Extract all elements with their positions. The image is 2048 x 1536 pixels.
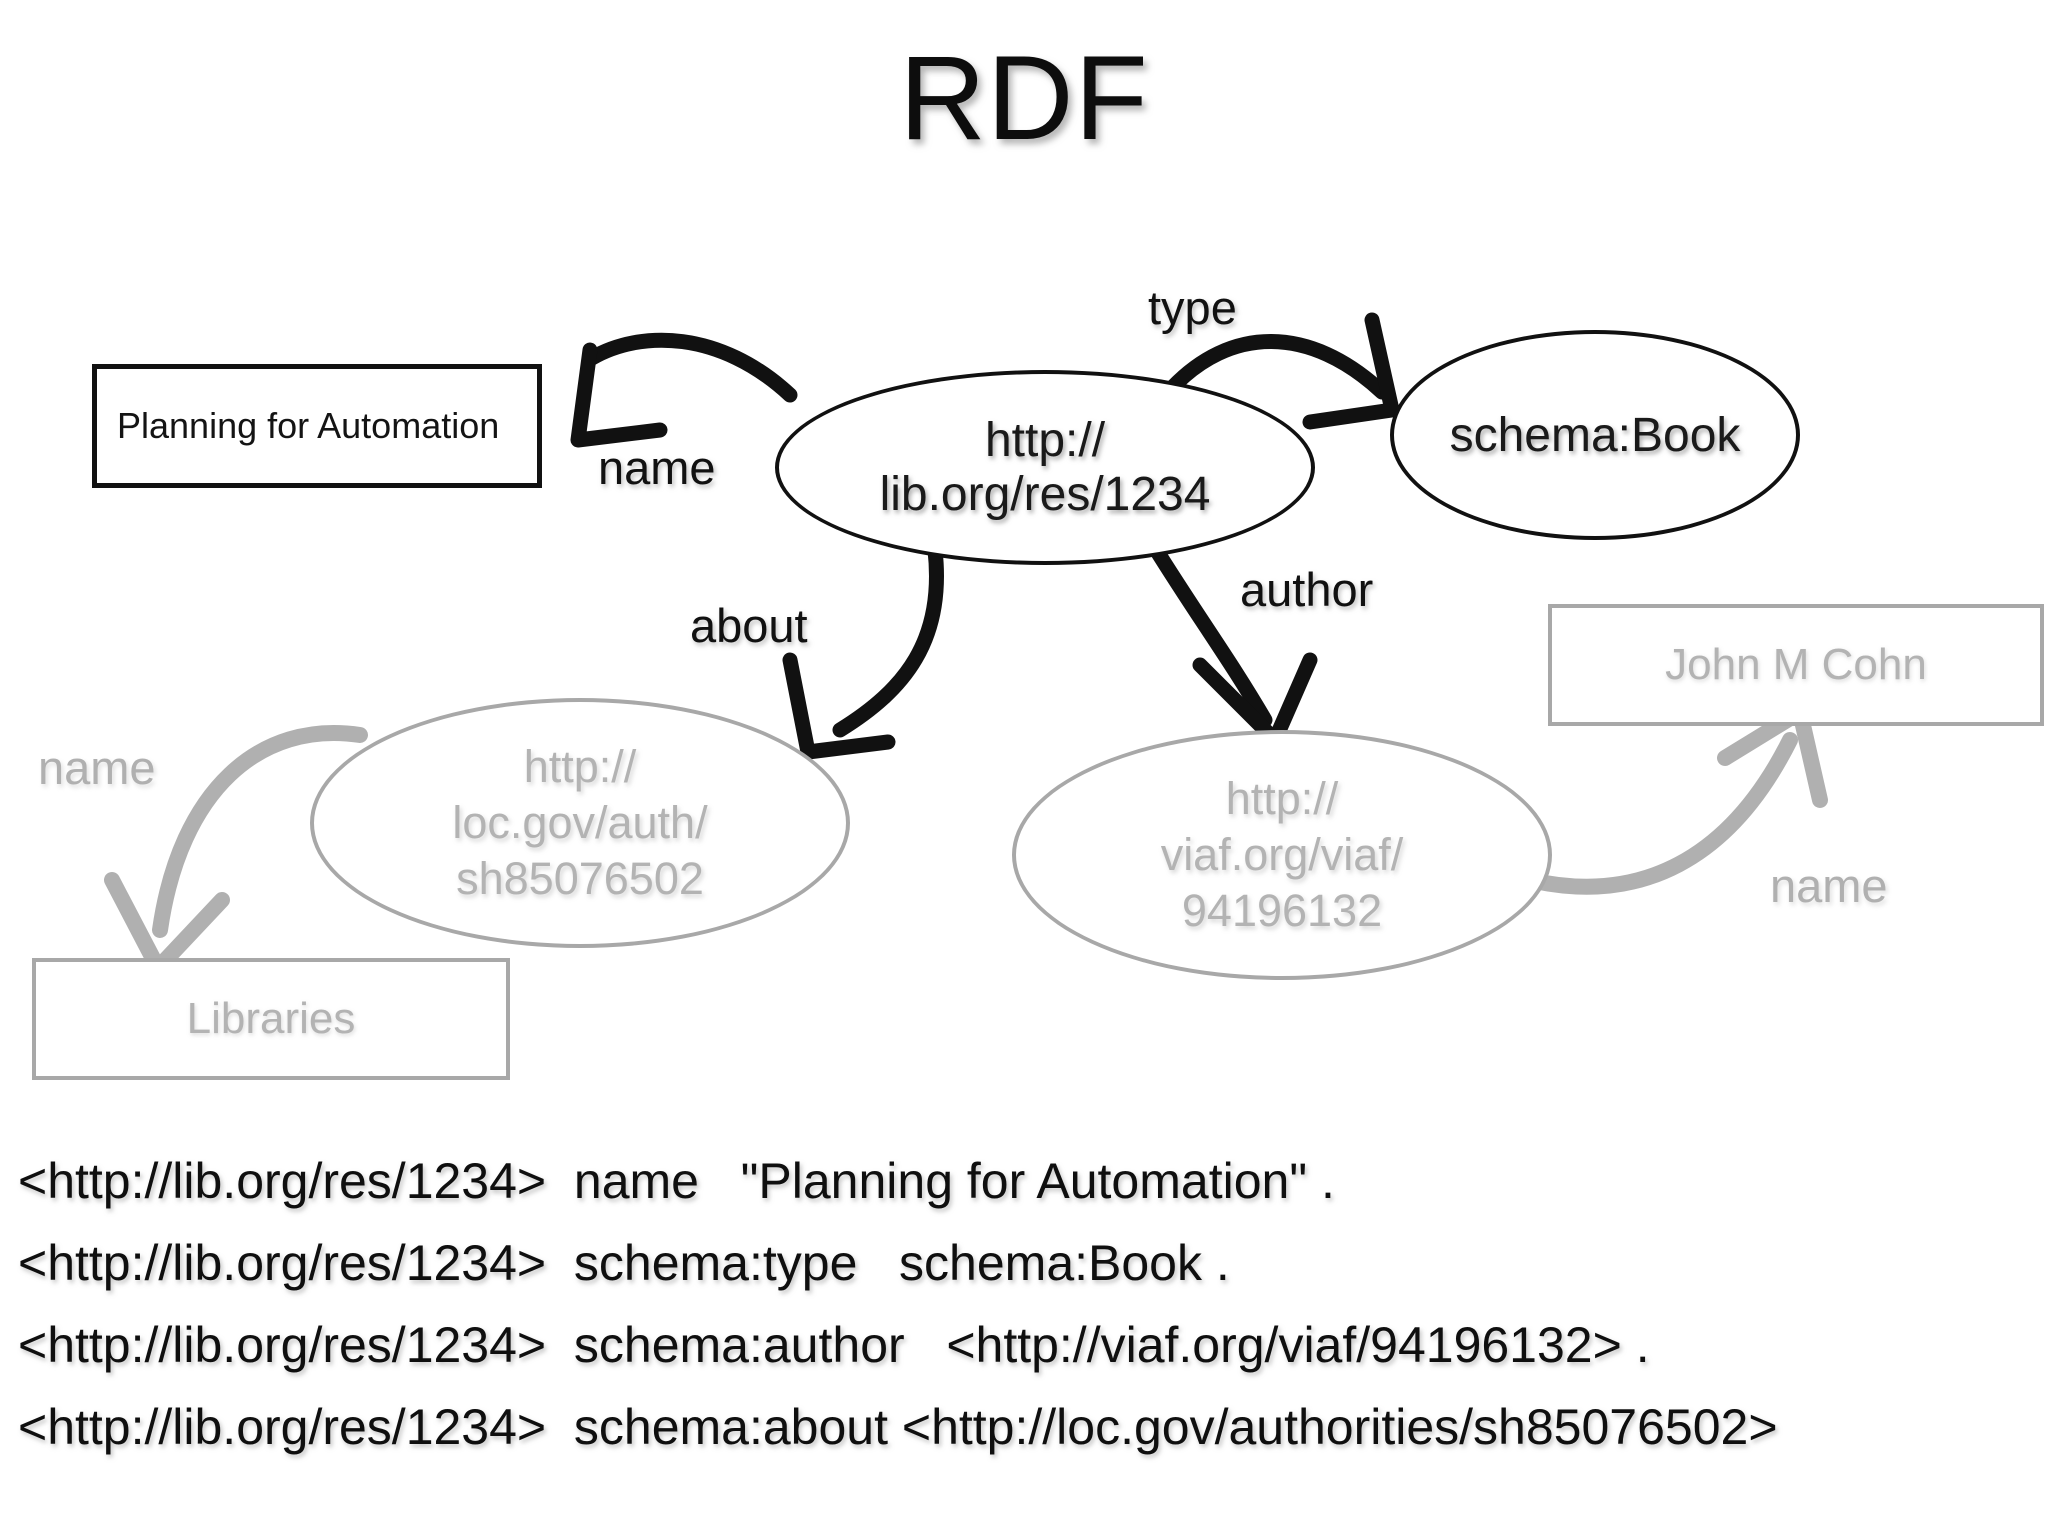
edge-about-arrow [782, 542, 944, 760]
ntriple-line: <http://lib.org/res/1234> schema:type sc… [18, 1235, 1230, 1291]
ntriple-line: <http://lib.org/res/1234> schema:about <… [18, 1399, 1778, 1455]
node-label-line1: http:// [984, 413, 1106, 467]
ntriple-line: <http://lib.org/res/1234> name "Planning… [18, 1153, 1335, 1209]
node-resource-lib-org[interactable]: http:// lib.org/res/1234 [775, 370, 1315, 565]
edge-label-name-title: name [598, 441, 716, 494]
edge-label-about: about [690, 599, 808, 652]
ntriple-line: <http://lib.org/res/1234> schema:author … [18, 1317, 1650, 1373]
node-label-line3: sh85076502 [456, 853, 704, 905]
edge-label-name-author: name [1770, 859, 1888, 912]
node-class-schema-book[interactable]: schema:Book [1390, 330, 1800, 540]
node-literal-planning-for-automation[interactable]: Planning for Automation [92, 364, 542, 488]
edge-label-name-subject: name [38, 741, 156, 794]
node-label: Libraries [186, 994, 356, 1043]
ntriples-block: <http://lib.org/res/1234> name "Planning… [18, 1140, 2048, 1468]
node-resource-viaf-org[interactable]: http:// viaf.org/viaf/ 94196132 [1012, 730, 1552, 980]
node-literal-john-m-cohn[interactable]: John M Cohn [1548, 604, 2044, 726]
node-label-line2: lib.org/res/1234 [879, 467, 1211, 521]
node-label: John M Cohn [1665, 640, 1927, 689]
node-label-line1: http:// [523, 740, 637, 792]
node-literal-libraries[interactable]: Libraries [32, 958, 510, 1080]
page-title: RDF [899, 31, 1149, 165]
node-label-line2: viaf.org/viaf/ [1160, 828, 1404, 880]
node-label: schema:Book [1449, 408, 1741, 462]
node-label: Planning for Automation [117, 405, 500, 446]
node-label-line3: 94196132 [1181, 885, 1383, 937]
edge-label-author: author [1240, 563, 1374, 616]
node-resource-loc-gov[interactable]: http:// loc.gov/auth/ sh85076502 [310, 698, 850, 948]
node-label-line1: http:// [1225, 772, 1339, 824]
node-label-line2: loc.gov/auth/ [452, 796, 708, 848]
edge-label-type: type [1148, 281, 1237, 334]
edge-name-title-arrow [570, 332, 798, 448]
